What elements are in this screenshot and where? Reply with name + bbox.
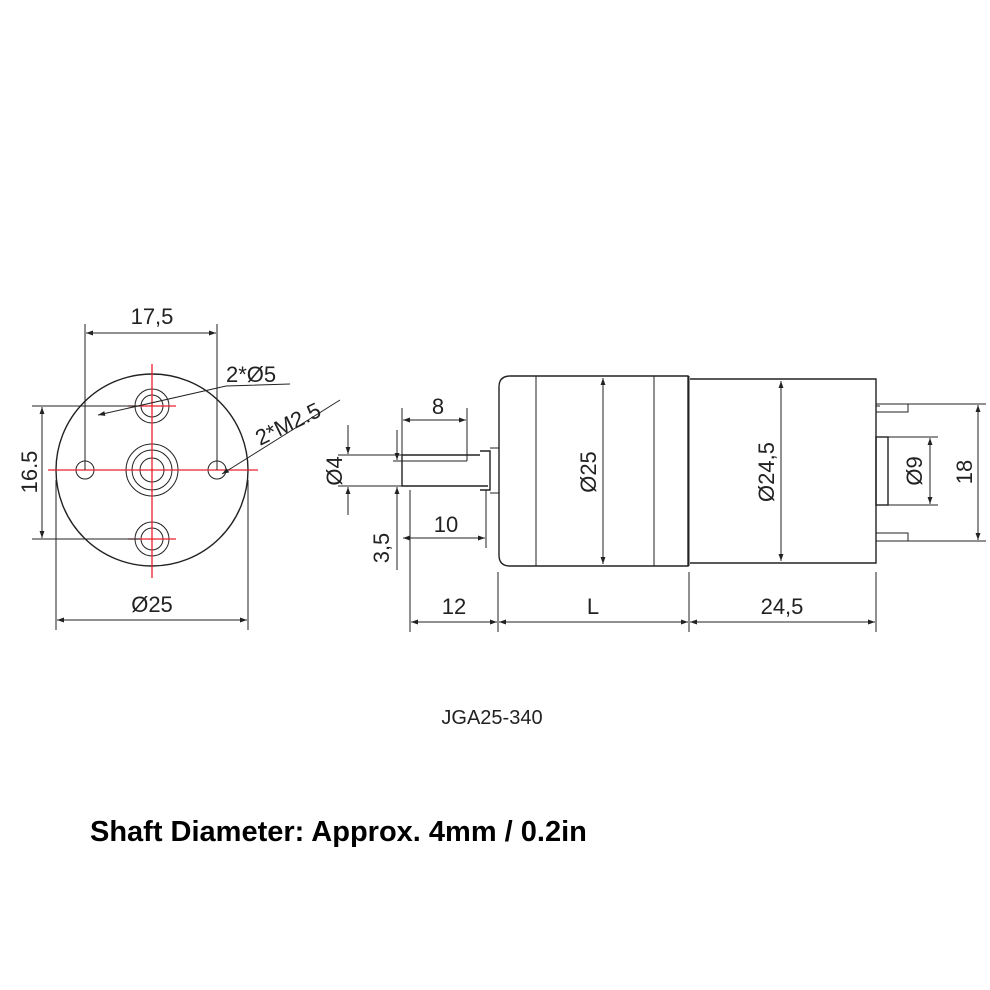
dim-end-boss: Ø9 xyxy=(902,456,927,485)
dim-gearbox-length: L xyxy=(587,594,599,619)
dim-hole-spacing: 17,5 xyxy=(131,304,174,329)
dim-shaft-length: 12 xyxy=(442,594,466,619)
dim-gearbox-diameter: Ø25 xyxy=(576,451,601,493)
label-screw-holes: 2*M2.5 xyxy=(251,397,325,450)
motor-body-outline xyxy=(690,378,877,564)
leader-screw-holes xyxy=(221,399,341,475)
dim-shaft-diameter: Ø4 xyxy=(322,456,347,485)
model-label: JGA25-340 xyxy=(441,707,542,729)
dim-flat-length: 8 xyxy=(432,394,444,419)
dim-flat-depth: 3,5 xyxy=(369,533,394,564)
leader-mount-holes xyxy=(97,383,291,416)
dim-terminal-span: 18 xyxy=(952,460,977,484)
shaft-diameter-caption: Shaft Diameter: Approx. 4mm / 0.2in xyxy=(90,816,587,848)
terminal-top xyxy=(875,403,909,413)
dim-vertical-spacing: 16.5 xyxy=(17,451,42,494)
end-boss xyxy=(875,436,889,506)
dim-front-diameter: Ø25 xyxy=(131,592,173,617)
side-view: Ø25 Ø24,5 Ø9 18 8 Ø4 xyxy=(322,375,986,632)
gearbox-outline xyxy=(498,375,689,567)
dim-shaft-length-flat: 10 xyxy=(434,512,458,537)
dim-motor-length: 24,5 xyxy=(761,594,804,619)
label-mount-holes: 2*Ø5 xyxy=(226,362,276,387)
shaft-outline xyxy=(401,454,488,487)
shaft-bushing xyxy=(480,450,491,491)
dim-motor-diameter: Ø24,5 xyxy=(754,442,779,502)
terminal-bottom xyxy=(875,532,909,542)
front-view: 17,5 16.5 Ø25 2*Ø5 2*M2.5 xyxy=(17,304,341,630)
